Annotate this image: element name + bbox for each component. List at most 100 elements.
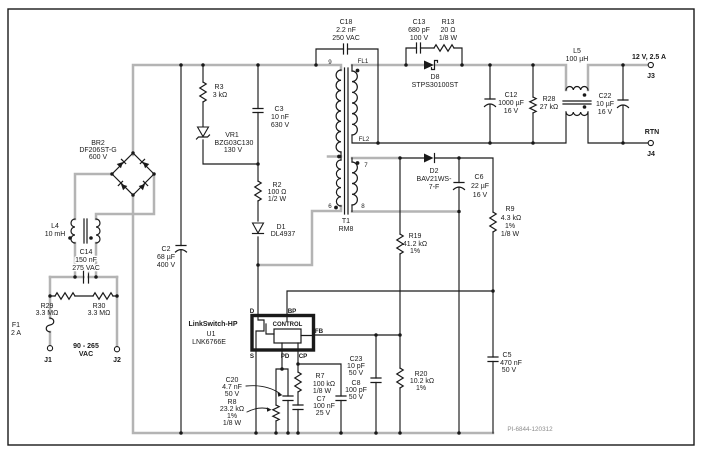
label-c18-rating: 250 VAC [332,35,360,42]
label-r7-value: 100 kΩ [313,381,335,388]
label-l5-ref: L5 [573,48,581,55]
connector-j1 [46,345,54,352]
label-ac-unit: VAC [79,351,93,358]
label-r7-rating: 1/8 W [313,388,332,395]
label-c8-ref: C8 [352,380,361,387]
component-symbols [45,42,654,422]
label-r9-ref: R9 [506,206,515,213]
label-c14-value: 150 nF [75,257,97,264]
label-r8-ref: R8 [228,399,237,406]
label-d2-part2: 7-F [429,184,440,191]
label-t1-fl2: FL2 [359,136,370,143]
label-c6-ref: C6 [475,174,484,181]
label-c2-rating: 400 V [157,262,176,269]
label-r8-value: 23.2 kΩ [220,406,244,413]
resistor-r19-symbol [395,233,405,255]
label-r8-rating: 1/8 W [223,420,242,427]
schottky-d8-symbol [424,59,439,71]
label-pin-pd: PD [281,353,290,360]
label-r7-ref: R7 [316,373,325,380]
label-c5-ref: C5 [503,352,512,359]
label-c13-value: 680 pF [408,27,430,34]
resistor-r3-symbol [198,81,208,103]
label-t1-fl1: FL1 [358,58,369,65]
capacitor-c14-symbol [82,270,90,284]
choke-l4-symbol [70,218,101,244]
label-c22-value: 10 µF [596,101,614,108]
label-c8-value: 100 pF [345,387,367,394]
label-br2-rating: 600 V [89,154,108,161]
label-output-rating: 12 V, 2.5 A [632,54,666,61]
label-pin-cp: CP [299,353,308,360]
label-l4-value: 10 mH [45,231,66,238]
label-j2: J2 [113,357,121,364]
label-ic-family: LinkSwitch-HP [188,321,237,328]
label-j1: J1 [44,357,52,364]
label-r30-value: 3.3 MΩ [88,310,111,317]
label-d1-ref: D1 [277,224,286,231]
label-vr1-rating: 130 V [224,147,243,154]
label-ac-range: 90 - 265 [73,343,99,350]
label-vr1-part: BZG03C130 [215,140,254,147]
label-pin-d: D [250,308,255,315]
label-r28-value: 27 kΩ [540,104,558,111]
capacitor-c12-symbol [483,98,497,108]
label-c20-ref: C20 [226,377,239,384]
label-c23-rating: 50 V [349,370,364,377]
capacitor-c23-symbol [370,377,382,384]
label-c12-value: 1000 µF [498,100,524,107]
label-t1-pin8: 8 [361,203,365,210]
label-d2-part1: BAV21WS- [417,176,453,183]
resistor-r13-symbol [433,43,455,53]
label-t1-pin7: 7 [364,162,368,169]
label-r30-ref: R30 [93,303,106,310]
labels: C18 2.2 nF 250 VAC C13 680 pF 100 V R13 … [11,19,666,433]
label-c14-rating: 275 VAC [72,265,100,272]
label-c12-rating: 16 V [504,108,519,115]
resistor-r30-symbol [92,291,114,301]
label-c5-value: 470 nF [500,360,522,367]
label-c2-value: 68 µF [157,254,175,261]
label-r29-ref: R29 [41,303,54,310]
label-r19-value: 41.2 kΩ [403,241,427,248]
label-c7-ref: C7 [317,396,326,403]
label-r13-ref: R13 [442,19,455,26]
label-c6-rating: 16 V [473,192,488,199]
label-c22-ref: C22 [599,93,612,100]
label-c14-ref: C14 [80,249,93,256]
zener-vr1-symbol [195,126,211,140]
label-c6-value: 22 µF [471,183,489,190]
label-c20-value: 4.7 nF [222,384,242,391]
label-c7-value: 100 nF [313,403,335,410]
label-r3-ref: R3 [215,84,224,91]
label-ic-part: LNK6766E [192,339,226,346]
label-r2-ref: R2 [273,182,282,189]
label-c20-rating: 50 V [225,391,240,398]
label-c3-rating: 630 V [271,122,290,129]
connector-j3 [647,61,654,69]
capacitor-c18-symbol [342,43,349,55]
label-r9-rating: 1/8 W [501,231,520,238]
ic-u1-symbol [250,313,316,352]
resistor-r9-symbol [488,211,498,233]
label-c12-ref: C12 [505,92,518,99]
label-t1-pin6: 6 [328,203,332,210]
label-r9-value: 4.3 kΩ [501,215,521,222]
label-br2-ref: BR2 [91,140,105,147]
label-r13-value: 20 Ω [441,27,456,34]
label-c2-ref: C2 [162,246,171,253]
fuse-f1-symbol [45,317,55,333]
label-r20-ref: R20 [415,371,428,378]
capacitor-c7-symbol [292,404,304,411]
resistor-r20-symbol [395,367,405,389]
wires-highlighted [48,63,650,435]
label-rtn: RTN [645,129,659,136]
label-r19-ref: R19 [409,233,422,240]
label-d8-part: STPS30100ST [412,82,459,89]
label-r29-value: 3.3 MΩ [36,310,59,317]
resistor-r29-symbol [54,291,76,301]
choke-l5-symbol [562,86,592,116]
label-c7-rating: 25 V [316,410,331,417]
label-t1-ref: T1 [342,218,350,225]
